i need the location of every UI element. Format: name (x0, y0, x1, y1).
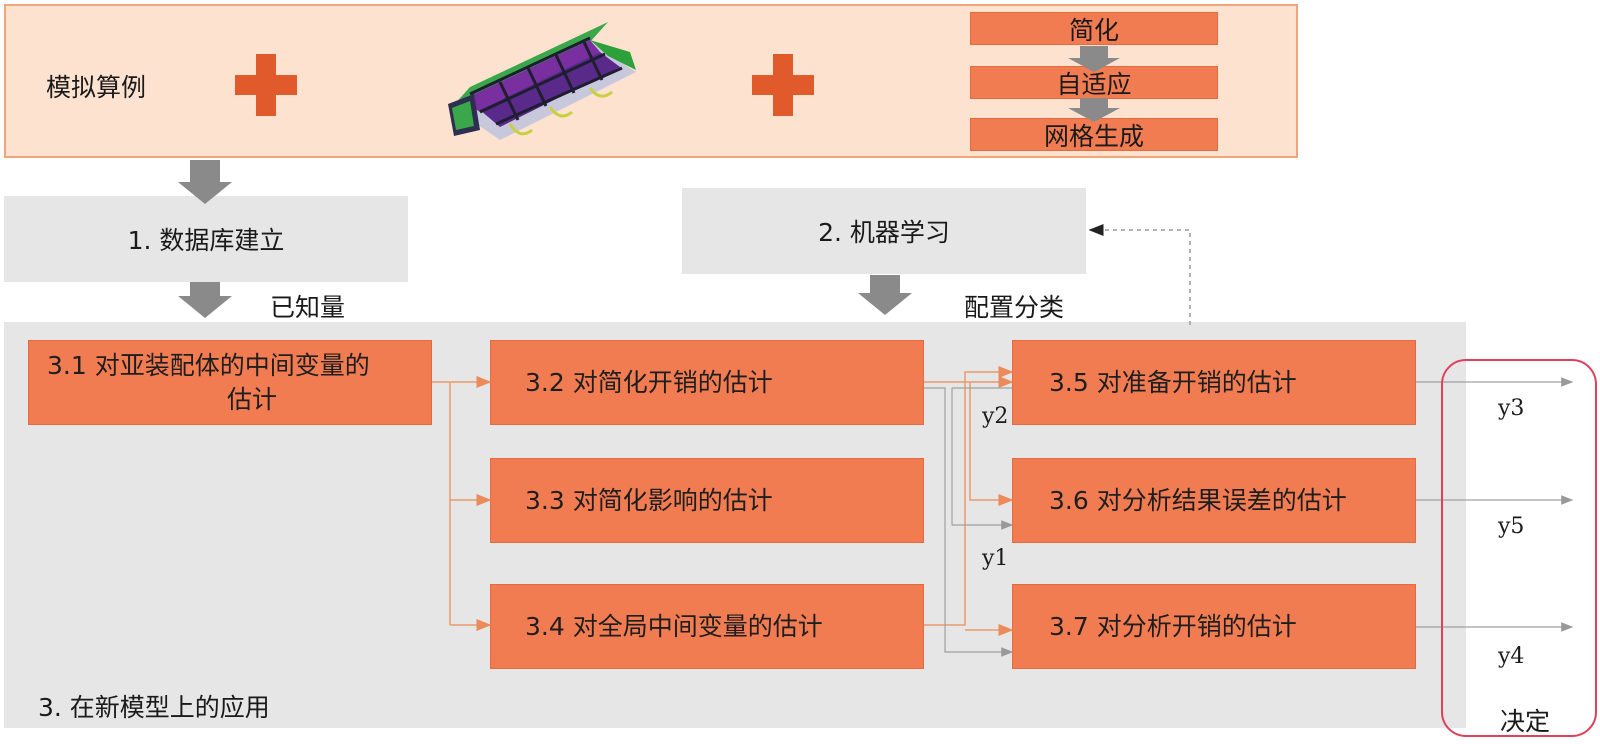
decision-label: 决定 (1500, 707, 1551, 736)
output-connectors (1416, 377, 1574, 632)
step-simplify-label: 简化 (1068, 15, 1119, 45)
box-3-3: 3.3 对简化影响的估计 (490, 458, 924, 543)
box-3-6: 3.6 对分析结果误差的估计 (1012, 458, 1416, 543)
plus-icon (752, 54, 814, 116)
down-arrow-icon (178, 160, 232, 204)
orange-connectors (432, 366, 1014, 636)
step-adaptive-label: 自适应 (1056, 69, 1132, 99)
known-quantity-label: 已知量 (270, 293, 346, 322)
step-mesh-generation-label: 网格生成 (1043, 121, 1144, 151)
y1-label: y1 (982, 546, 1009, 571)
machine-learning-label: 2. 机器学习 (818, 218, 950, 247)
down-arrow-icon (1068, 98, 1120, 122)
grey-connectors (924, 387, 1014, 657)
box-3-1: 3.1 对亚装配体的中间变量的 估计 (28, 340, 432, 425)
box-3-7-label: 3.7 对分析开销的估计 (1049, 611, 1297, 641)
box-3-6-label: 3.6 对分析结果误差的估计 (1049, 485, 1347, 515)
down-arrow-icon (178, 282, 232, 318)
box-3-4-label: 3.4 对全局中间变量的估计 (525, 611, 823, 641)
database-build-box: 1. 数据库建立 (4, 196, 408, 282)
down-arrow-icon (1068, 46, 1120, 72)
y5-label: y5 (1498, 514, 1525, 539)
decision-border (1441, 359, 1597, 737)
down-arrow-icon (858, 275, 912, 315)
application-label: 3. 在新模型上的应用 (38, 693, 270, 722)
flow-arrows (178, 46, 1120, 318)
y4-label: y4 (1498, 644, 1525, 669)
box-3-1-line1: 3.1 对亚装配体的中间变量的 (47, 350, 370, 380)
config-classification-label: 配置分类 (964, 293, 1065, 322)
assembly-model-image (448, 22, 636, 140)
feedback-dashed-arrow (1088, 224, 1191, 325)
plus-icon (235, 54, 297, 116)
database-build-label: 1. 数据库建立 (127, 226, 285, 255)
y3-label: y3 (1498, 396, 1525, 421)
box-3-2: 3.2 对简化开销的估计 (490, 340, 924, 425)
box-3-7: 3.7 对分析开销的估计 (1012, 584, 1416, 669)
simulation-case-label: 模拟算例 (46, 73, 147, 102)
box-3-1-line2: 估计 (227, 384, 278, 414)
y2-label: y2 (982, 404, 1009, 429)
box-3-4: 3.4 对全局中间变量的估计 (490, 584, 924, 669)
machine-learning-box: 2. 机器学习 (682, 188, 1086, 274)
step-mesh-generation: 网格生成 (970, 118, 1218, 151)
box-3-5-label: 3.5 对准备开销的估计 (1049, 367, 1297, 397)
box-3-5: 3.5 对准备开销的估计 (1012, 340, 1416, 425)
box-3-3-label: 3.3 对简化影响的估计 (525, 485, 773, 515)
step-simplify: 简化 (970, 12, 1218, 45)
box-3-2-label: 3.2 对简化开销的估计 (525, 367, 773, 397)
